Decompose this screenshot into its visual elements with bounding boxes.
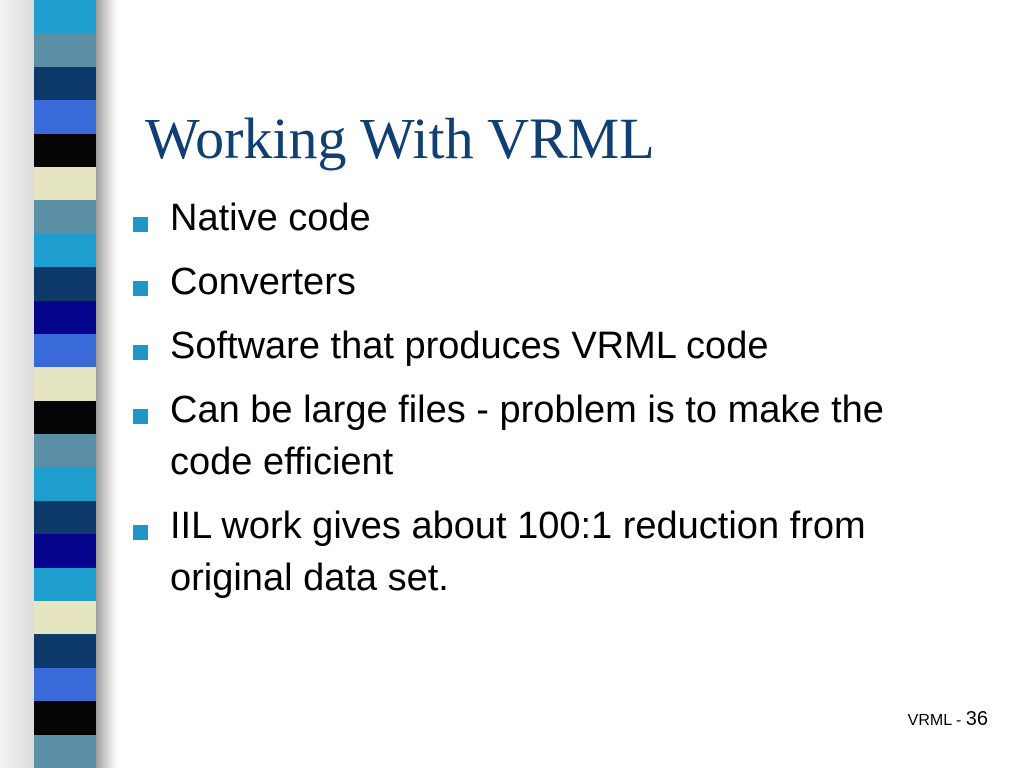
bullet-item: IIL work gives about 100:1 reduction fro… (130, 500, 970, 604)
decorative-bar-shadow (96, 0, 118, 768)
footer-label: VRML - (907, 712, 966, 729)
square-bullet-icon (133, 345, 148, 360)
decorative-bar-block (34, 701, 96, 735)
bullet-list: Native code Converters Software that pro… (130, 192, 970, 616)
decorative-color-bar (34, 0, 96, 768)
decorative-bar-block (34, 301, 96, 334)
decorative-bar-block (34, 634, 96, 668)
bullet-text: Software that produces VRML code (170, 325, 769, 367)
square-bullet-icon (133, 217, 148, 232)
decorative-bar-block (34, 434, 96, 467)
slide-left-margin (0, 0, 34, 768)
decorative-bar-block (34, 134, 96, 167)
decorative-bar-block (34, 735, 96, 768)
square-bullet-icon (133, 525, 148, 540)
decorative-bar-block (34, 33, 96, 67)
bullet-item: Can be large files - problem is to make … (130, 384, 970, 488)
decorative-bar-block (34, 0, 96, 33)
bullet-item: Converters (130, 256, 970, 308)
decorative-bar-block (34, 534, 96, 568)
bullet-item: Native code (130, 192, 970, 244)
slide-footer: VRML - 36 (908, 708, 988, 731)
decorative-bar-block (34, 401, 96, 434)
decorative-bar-block (34, 234, 96, 267)
decorative-bar-block (34, 467, 96, 501)
square-bullet-icon (133, 281, 148, 296)
decorative-bar-block (34, 367, 96, 401)
bullet-text: Native code (170, 197, 371, 239)
decorative-bar-block (34, 267, 96, 301)
decorative-bar-block (34, 100, 96, 134)
square-bullet-icon (133, 409, 148, 424)
slide-number: 36 (965, 708, 988, 730)
decorative-bar-block (34, 200, 96, 234)
slide-title: Working With VRML (145, 106, 655, 171)
decorative-bar-block (34, 334, 96, 367)
decorative-bar-block (34, 167, 96, 200)
bullet-text: IIL work gives about 100:1 reduction fro… (170, 505, 866, 599)
decorative-bar-block (34, 601, 96, 634)
bullet-item: Software that produces VRML code (130, 320, 970, 372)
decorative-bar-block (34, 568, 96, 601)
decorative-bar-block (34, 668, 96, 701)
bullet-text: Converters (170, 261, 356, 303)
bullet-text: Can be large files - problem is to make … (170, 389, 884, 483)
decorative-bar-block (34, 67, 96, 100)
decorative-bar-block (34, 501, 96, 534)
